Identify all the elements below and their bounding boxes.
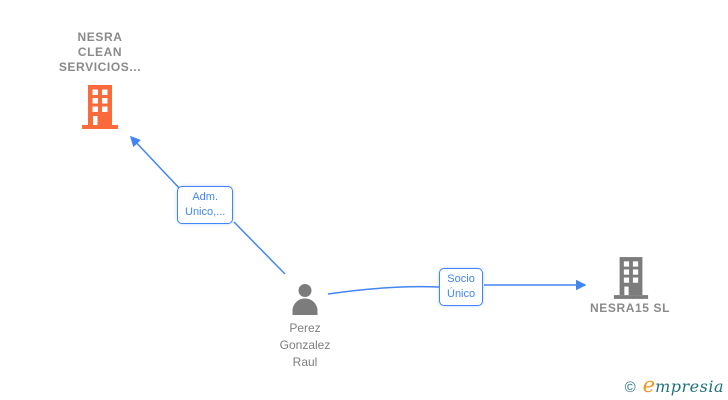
node-company-main-label[interactable]: NESRA CLEAN SERVICIOS...: [20, 30, 180, 75]
person-icon: [292, 284, 318, 315]
edge-label-adm-unico[interactable]: Adm. Unico,...: [177, 186, 234, 224]
person-name-line: Gonzalez: [279, 338, 331, 352]
company-name-line: NESRA15 SL: [589, 301, 671, 315]
edge-label-line: Socio: [447, 273, 475, 285]
company-name-line: CLEAN: [77, 45, 123, 59]
company-name-line: NESRA: [77, 30, 123, 44]
node-company-related[interactable]: [612, 257, 650, 299]
copyright-icon: ©: [624, 379, 636, 396]
person-name-line: Perez: [289, 321, 321, 335]
edge-label-socio-unico[interactable]: Socio Único: [439, 268, 484, 306]
node-company-main[interactable]: [80, 85, 120, 129]
node-person-label[interactable]: Perez Gonzalez Raul: [235, 320, 375, 371]
person-name-line: Raul: [292, 355, 318, 369]
building-icon: [82, 85, 118, 129]
node-company-related-label[interactable]: NESRA15 SL: [560, 301, 700, 316]
empresia-logo-text: mpresia: [655, 377, 724, 396]
empresia-logo-initial: e: [642, 373, 656, 397]
company-name-line: SERVICIOS...: [58, 60, 142, 74]
edge-label-line: Unico,...: [185, 206, 226, 218]
edge-label-line: Único: [447, 288, 476, 300]
node-person[interactable]: [289, 282, 321, 315]
edge-label-line: Adm.: [192, 191, 219, 203]
building-icon: [613, 257, 649, 299]
